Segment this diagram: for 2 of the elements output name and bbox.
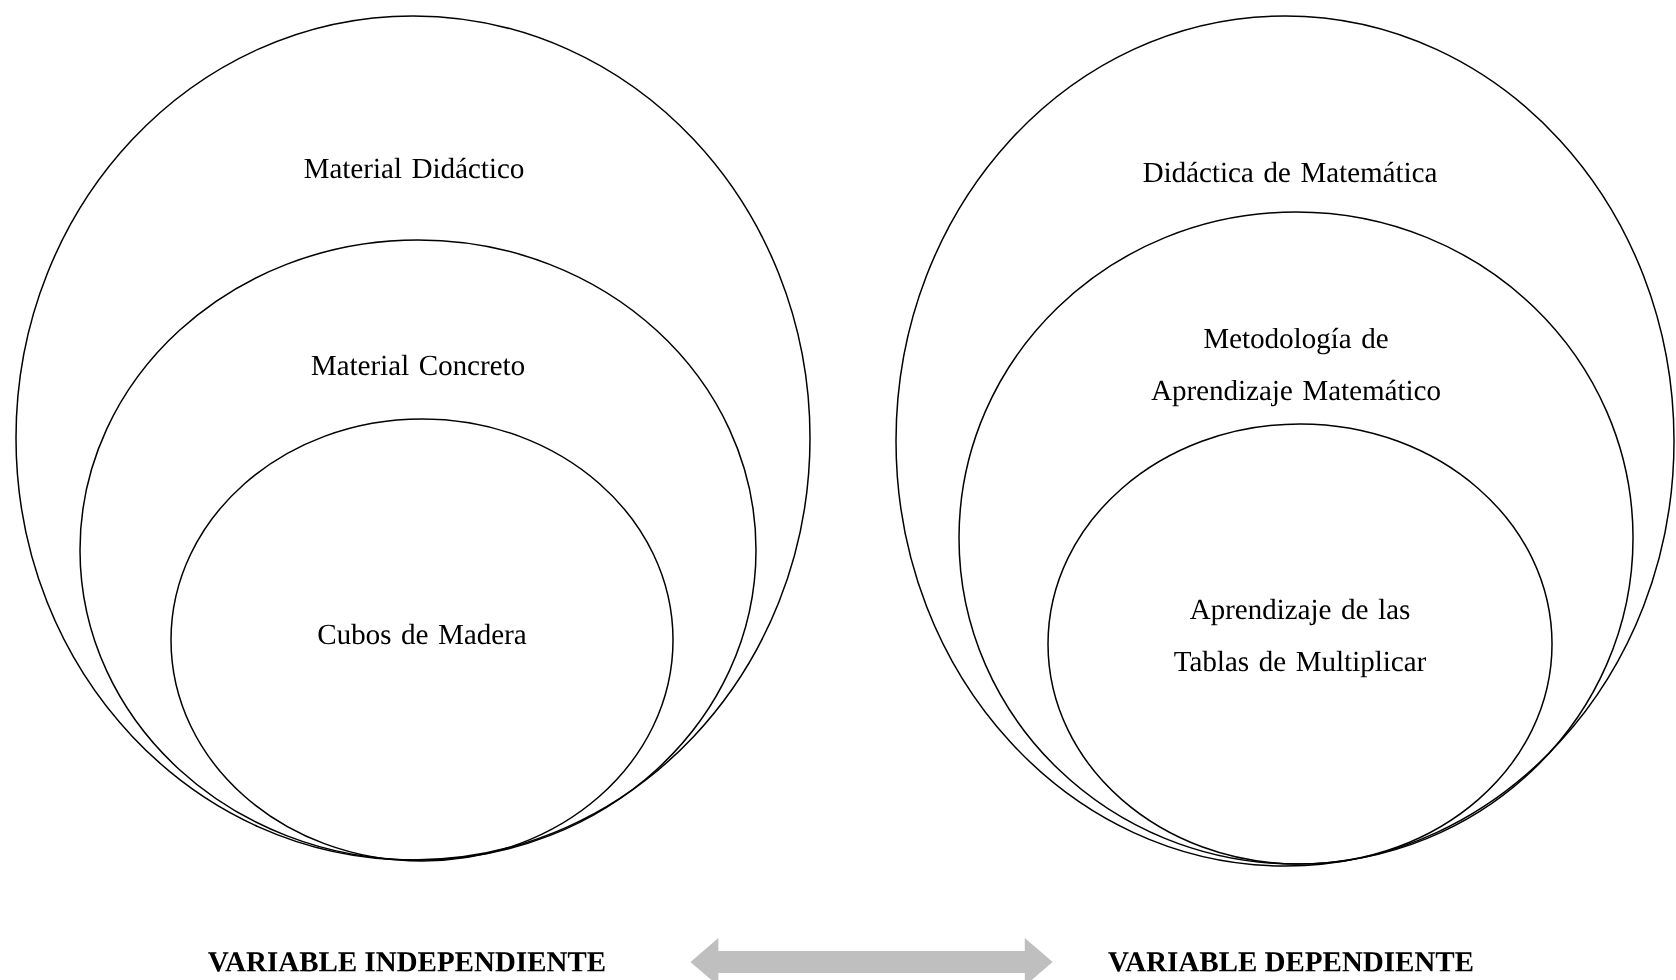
variable-label: VARIABLE DEPENDIENTE: [1108, 952, 1473, 972]
variable-label: VARIABLE INDEPENDIENTE: [208, 952, 605, 972]
